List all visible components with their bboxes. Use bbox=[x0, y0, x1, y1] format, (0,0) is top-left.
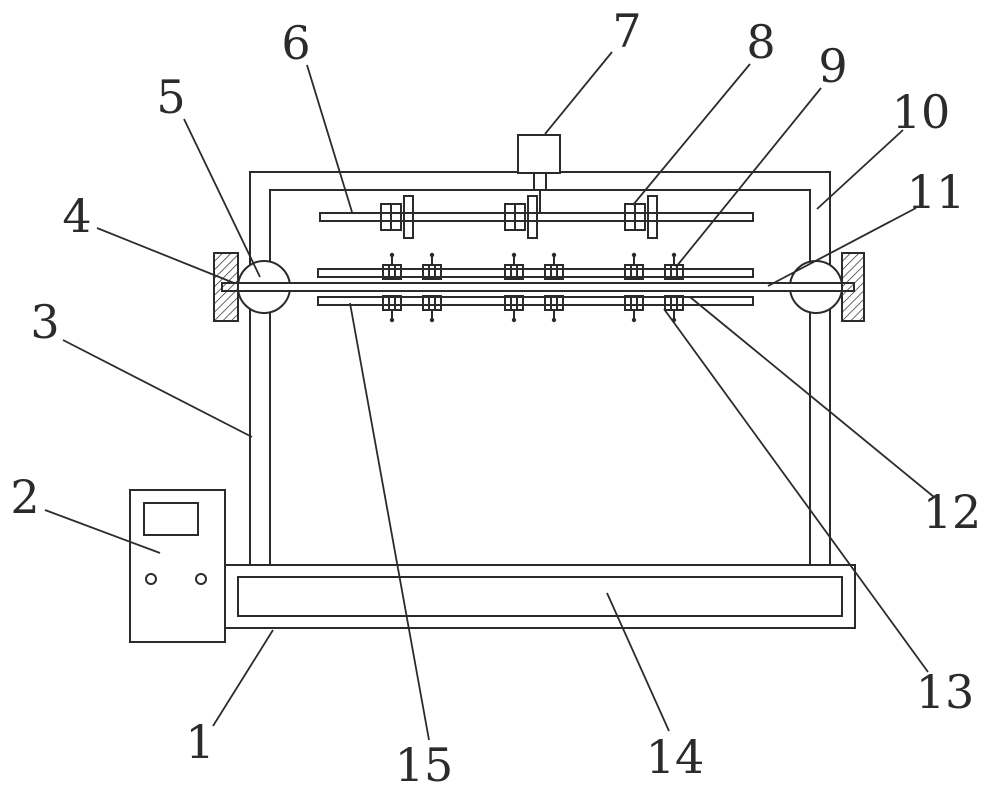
lead-screw bbox=[221, 282, 855, 292]
leader-line-11 bbox=[767, 207, 917, 287]
part-label-13: 13 bbox=[916, 665, 975, 719]
part-label-14: 14 bbox=[646, 730, 705, 784]
knurled-block-left bbox=[213, 252, 239, 322]
part-label-15: 15 bbox=[395, 738, 454, 792]
part-label-11: 11 bbox=[907, 165, 966, 219]
knurled-block-right bbox=[841, 252, 865, 322]
part-label-4: 4 bbox=[62, 189, 91, 243]
part-labels: 1 2 3 4 5 6 7 8 9 10 11 12 13 14 15 bbox=[10, 4, 981, 792]
part-label-5: 5 bbox=[156, 70, 185, 124]
leader-line-2 bbox=[44, 509, 161, 554]
leader-line-8 bbox=[632, 63, 751, 206]
control-knob-right bbox=[195, 573, 207, 585]
part-label-1: 1 bbox=[185, 715, 214, 769]
leader-lines bbox=[44, 51, 935, 741]
part-label-2: 2 bbox=[10, 470, 39, 524]
leader-line-15 bbox=[349, 302, 430, 741]
leader-line-9 bbox=[675, 87, 822, 268]
part-label-12: 12 bbox=[923, 485, 982, 539]
leader-line-6 bbox=[306, 64, 353, 213]
part-label-9: 9 bbox=[818, 39, 847, 93]
motor-box bbox=[517, 134, 561, 214]
leader-line-13 bbox=[663, 308, 929, 673]
upper-shaft-assembly bbox=[319, 195, 754, 239]
leader-line-3 bbox=[62, 339, 253, 438]
leader-line-1 bbox=[212, 629, 274, 727]
leader-line-7 bbox=[544, 51, 613, 135]
leader-line-5 bbox=[183, 118, 261, 278]
control-display bbox=[143, 502, 199, 536]
leader-line-10 bbox=[816, 129, 904, 210]
leader-line-14 bbox=[606, 592, 670, 732]
leader-line-4 bbox=[96, 227, 235, 284]
part-label-7: 7 bbox=[612, 4, 641, 58]
part-label-10: 10 bbox=[892, 85, 951, 139]
control-box bbox=[129, 489, 226, 643]
guide-rails bbox=[317, 268, 754, 306]
part-label-3: 3 bbox=[30, 295, 59, 349]
part-label-8: 8 bbox=[746, 15, 775, 69]
control-knob-left bbox=[145, 573, 157, 585]
part-label-6: 6 bbox=[281, 16, 310, 70]
main-frame bbox=[249, 171, 831, 566]
leader-line-12 bbox=[689, 296, 935, 498]
